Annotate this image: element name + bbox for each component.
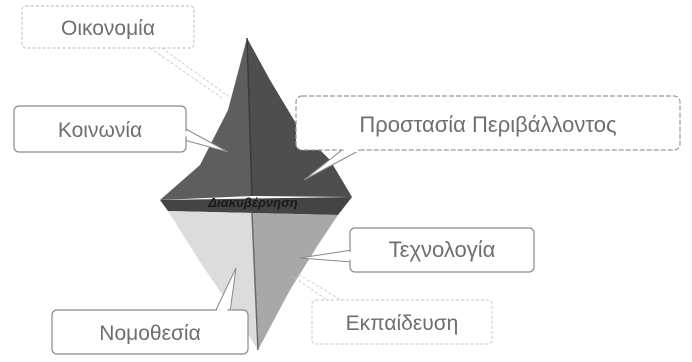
callout-society: Κοινωνία xyxy=(14,106,228,152)
callout-environment-label: Προστασία Περιβάλλοντος xyxy=(359,112,616,137)
callout-economy-pointer xyxy=(150,48,228,98)
governance-label: Διακυβέρνηση xyxy=(207,195,297,210)
callout-environment: Προστασία Περιβάλλοντος xyxy=(296,96,680,180)
callout-education-pointer xyxy=(292,274,344,302)
callout-society-label: Κοινωνία xyxy=(58,119,142,142)
callout-education-label: Εκπαίδευση xyxy=(346,312,459,335)
callout-legislation-label: Νομοθεσία xyxy=(99,322,200,345)
callout-economy: Οικονομία xyxy=(22,6,228,98)
callout-technology: Τεχνολογία xyxy=(300,228,534,272)
callout-education: Εκπαίδευση xyxy=(292,274,492,344)
callout-economy-label: Οικονομία xyxy=(61,17,155,40)
callout-technology-label: Τεχνολογία xyxy=(389,237,496,262)
